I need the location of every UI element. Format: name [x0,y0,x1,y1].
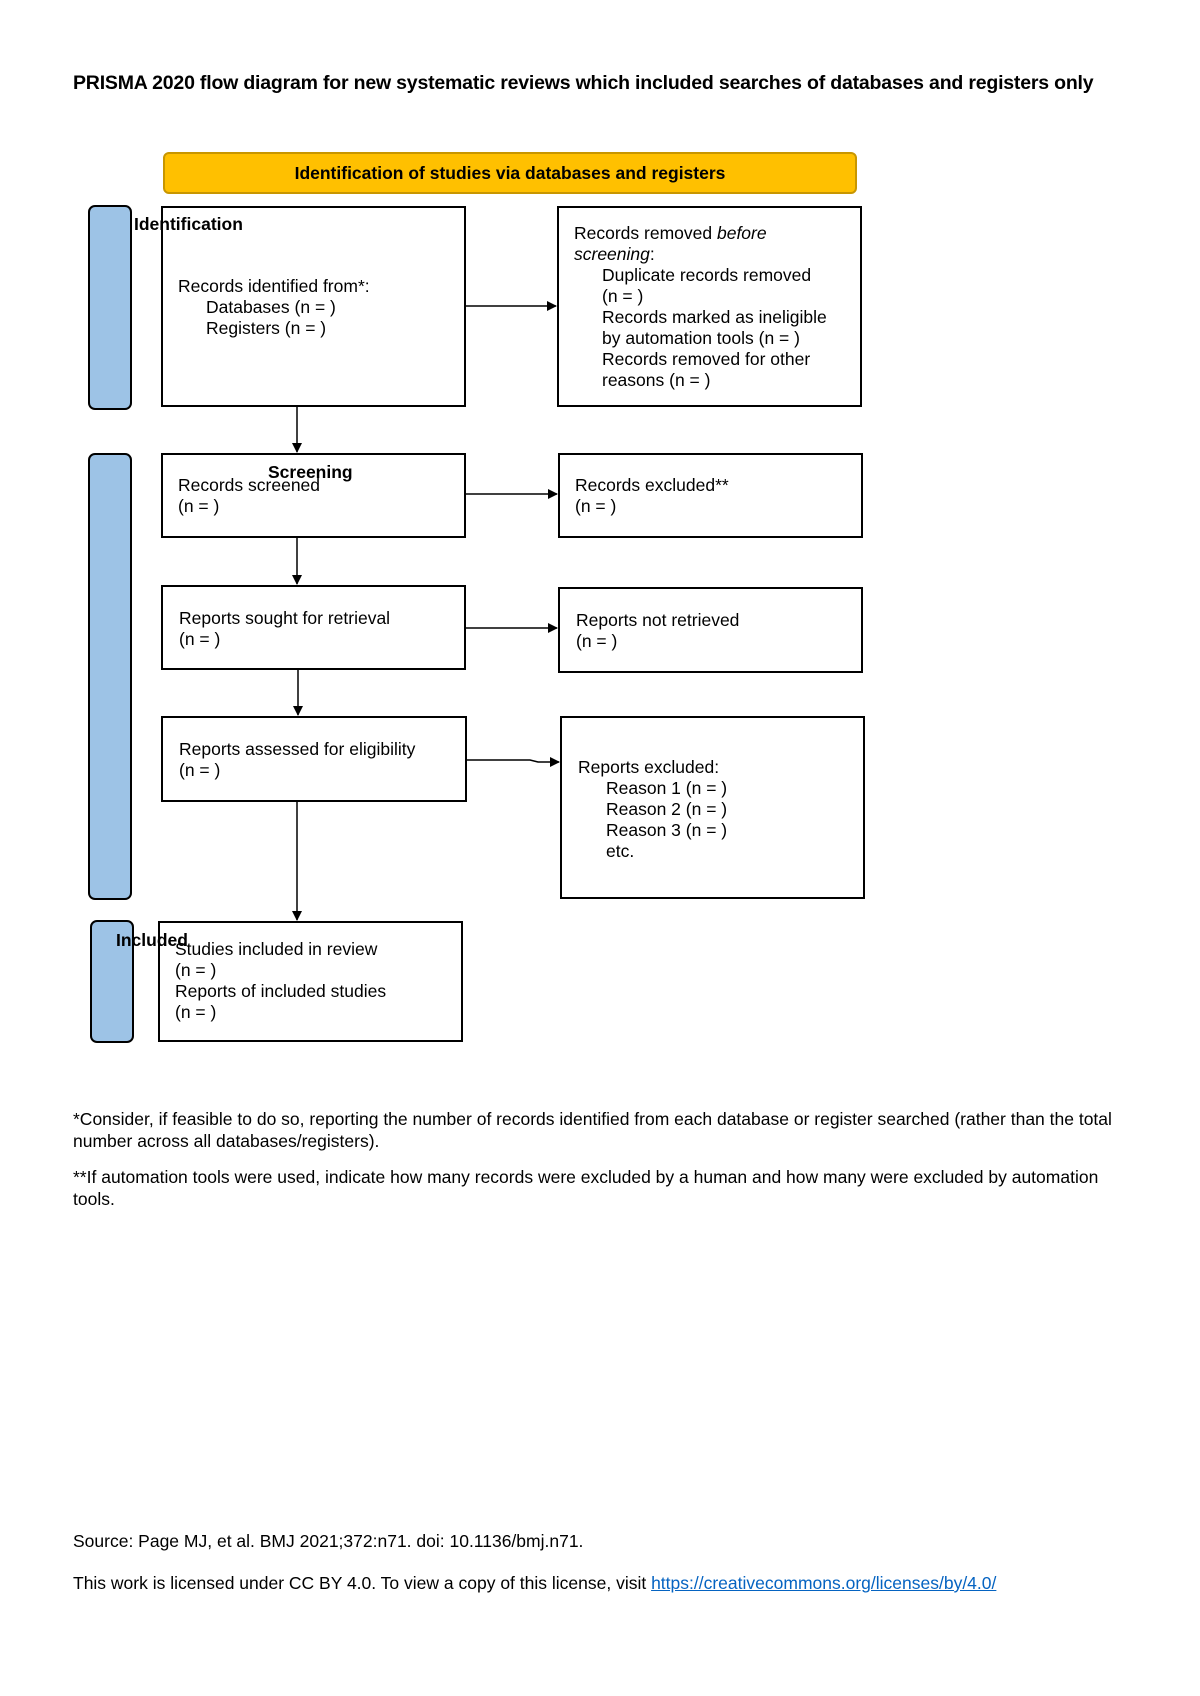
records-removed-box: Records removed before screening: Duplic… [557,206,862,407]
studies-included-count: (n = ) [175,960,217,980]
registers-count: Registers (n = ) [206,318,327,338]
records-screened-box: Records screened (n = ) [161,453,466,538]
reason-2: Reason 2 (n = ) [606,799,728,819]
license-link[interactable]: https://creativecommons.org/licenses/by/… [651,1573,997,1593]
reason-1: Reason 1 (n = ) [606,778,728,798]
reports-excluded-box: Reports excluded: Reason 1 (n = ) Reason… [560,716,865,899]
ineligible-records-label: Records marked as ineligible [602,307,827,327]
records-excluded-count: (n = ) [575,496,617,516]
duplicate-records-label: Duplicate records removed [602,265,812,285]
reports-sought-label: Reports sought for retrieval [179,608,391,628]
reports-not-retrieved-count: (n = ) [576,631,618,651]
records-excluded-box: Records excluded** (n = ) [558,453,863,538]
reports-sought-count: (n = ) [179,629,221,649]
reason-etc: etc. [606,841,635,861]
reports-included-label: Reports of included studies [175,981,387,1001]
footnote-2: **If automation tools were used, indicat… [73,1167,1099,1209]
ineligible-records-count: by automation tools (n = ) [602,328,800,348]
source-citation: Source: Page MJ, et al. BMJ 2021;372:n71… [73,1531,584,1551]
records-identified-label: Records identified from*: [178,276,370,296]
license-line: This work is licensed under CC BY 4.0. T… [73,1572,1143,1594]
footnote-1: *Consider, if feasible to do so, reporti… [73,1109,1112,1151]
other-removed-label: Records removed for other [602,349,811,369]
records-removed-heading: Records removed before [574,223,767,243]
records-excluded-label: Records excluded** [575,475,729,495]
phase-label-identification: Identification [134,214,243,234]
reports-included-count: (n = ) [175,1002,217,1022]
screening-side-bar [88,453,132,900]
other-removed-count: reasons (n = ) [602,370,711,390]
banner-label: Identification of studies via databases … [294,162,726,183]
identification-banner: Identification of studies via databases … [163,152,857,194]
license-text: This work is licensed under CC BY 4.0. T… [73,1573,652,1593]
records-screened-label: Records screened [178,475,321,495]
reports-not-retrieved-label: Reports not retrieved [576,610,740,630]
phase-label-screening: Screening [268,462,353,482]
phase-label-included: Included [116,930,188,950]
arrow-assessed-to-excluded [467,757,560,767]
reports-not-retrieved-box: Reports not retrieved (n = ) [558,587,863,673]
studies-included-box: Studies included in review (n = ) Report… [158,921,463,1042]
reports-assessed-label: Reports assessed for eligibility [179,739,416,759]
page-title: PRISMA 2020 flow diagram for new systema… [73,72,1094,94]
reports-assessed-count: (n = ) [179,760,221,780]
reason-3: Reason 3 (n = ) [606,820,728,840]
reports-excluded-label: Reports excluded: [578,757,720,777]
records-screened-count: (n = ) [178,496,220,516]
databases-count: Databases (n = ) [206,297,336,317]
identification-side-bar [88,205,132,410]
studies-included-label: Studies included in review [175,939,378,959]
records-identified-box: Records identified from*: Databases (n =… [161,206,466,407]
reports-sought-box: Reports sought for retrieval (n = ) [161,585,466,670]
included-side-bar [90,920,134,1043]
duplicate-records-count: (n = ) [602,286,644,306]
reports-assessed-box: Reports assessed for eligibility (n = ) [161,716,467,802]
